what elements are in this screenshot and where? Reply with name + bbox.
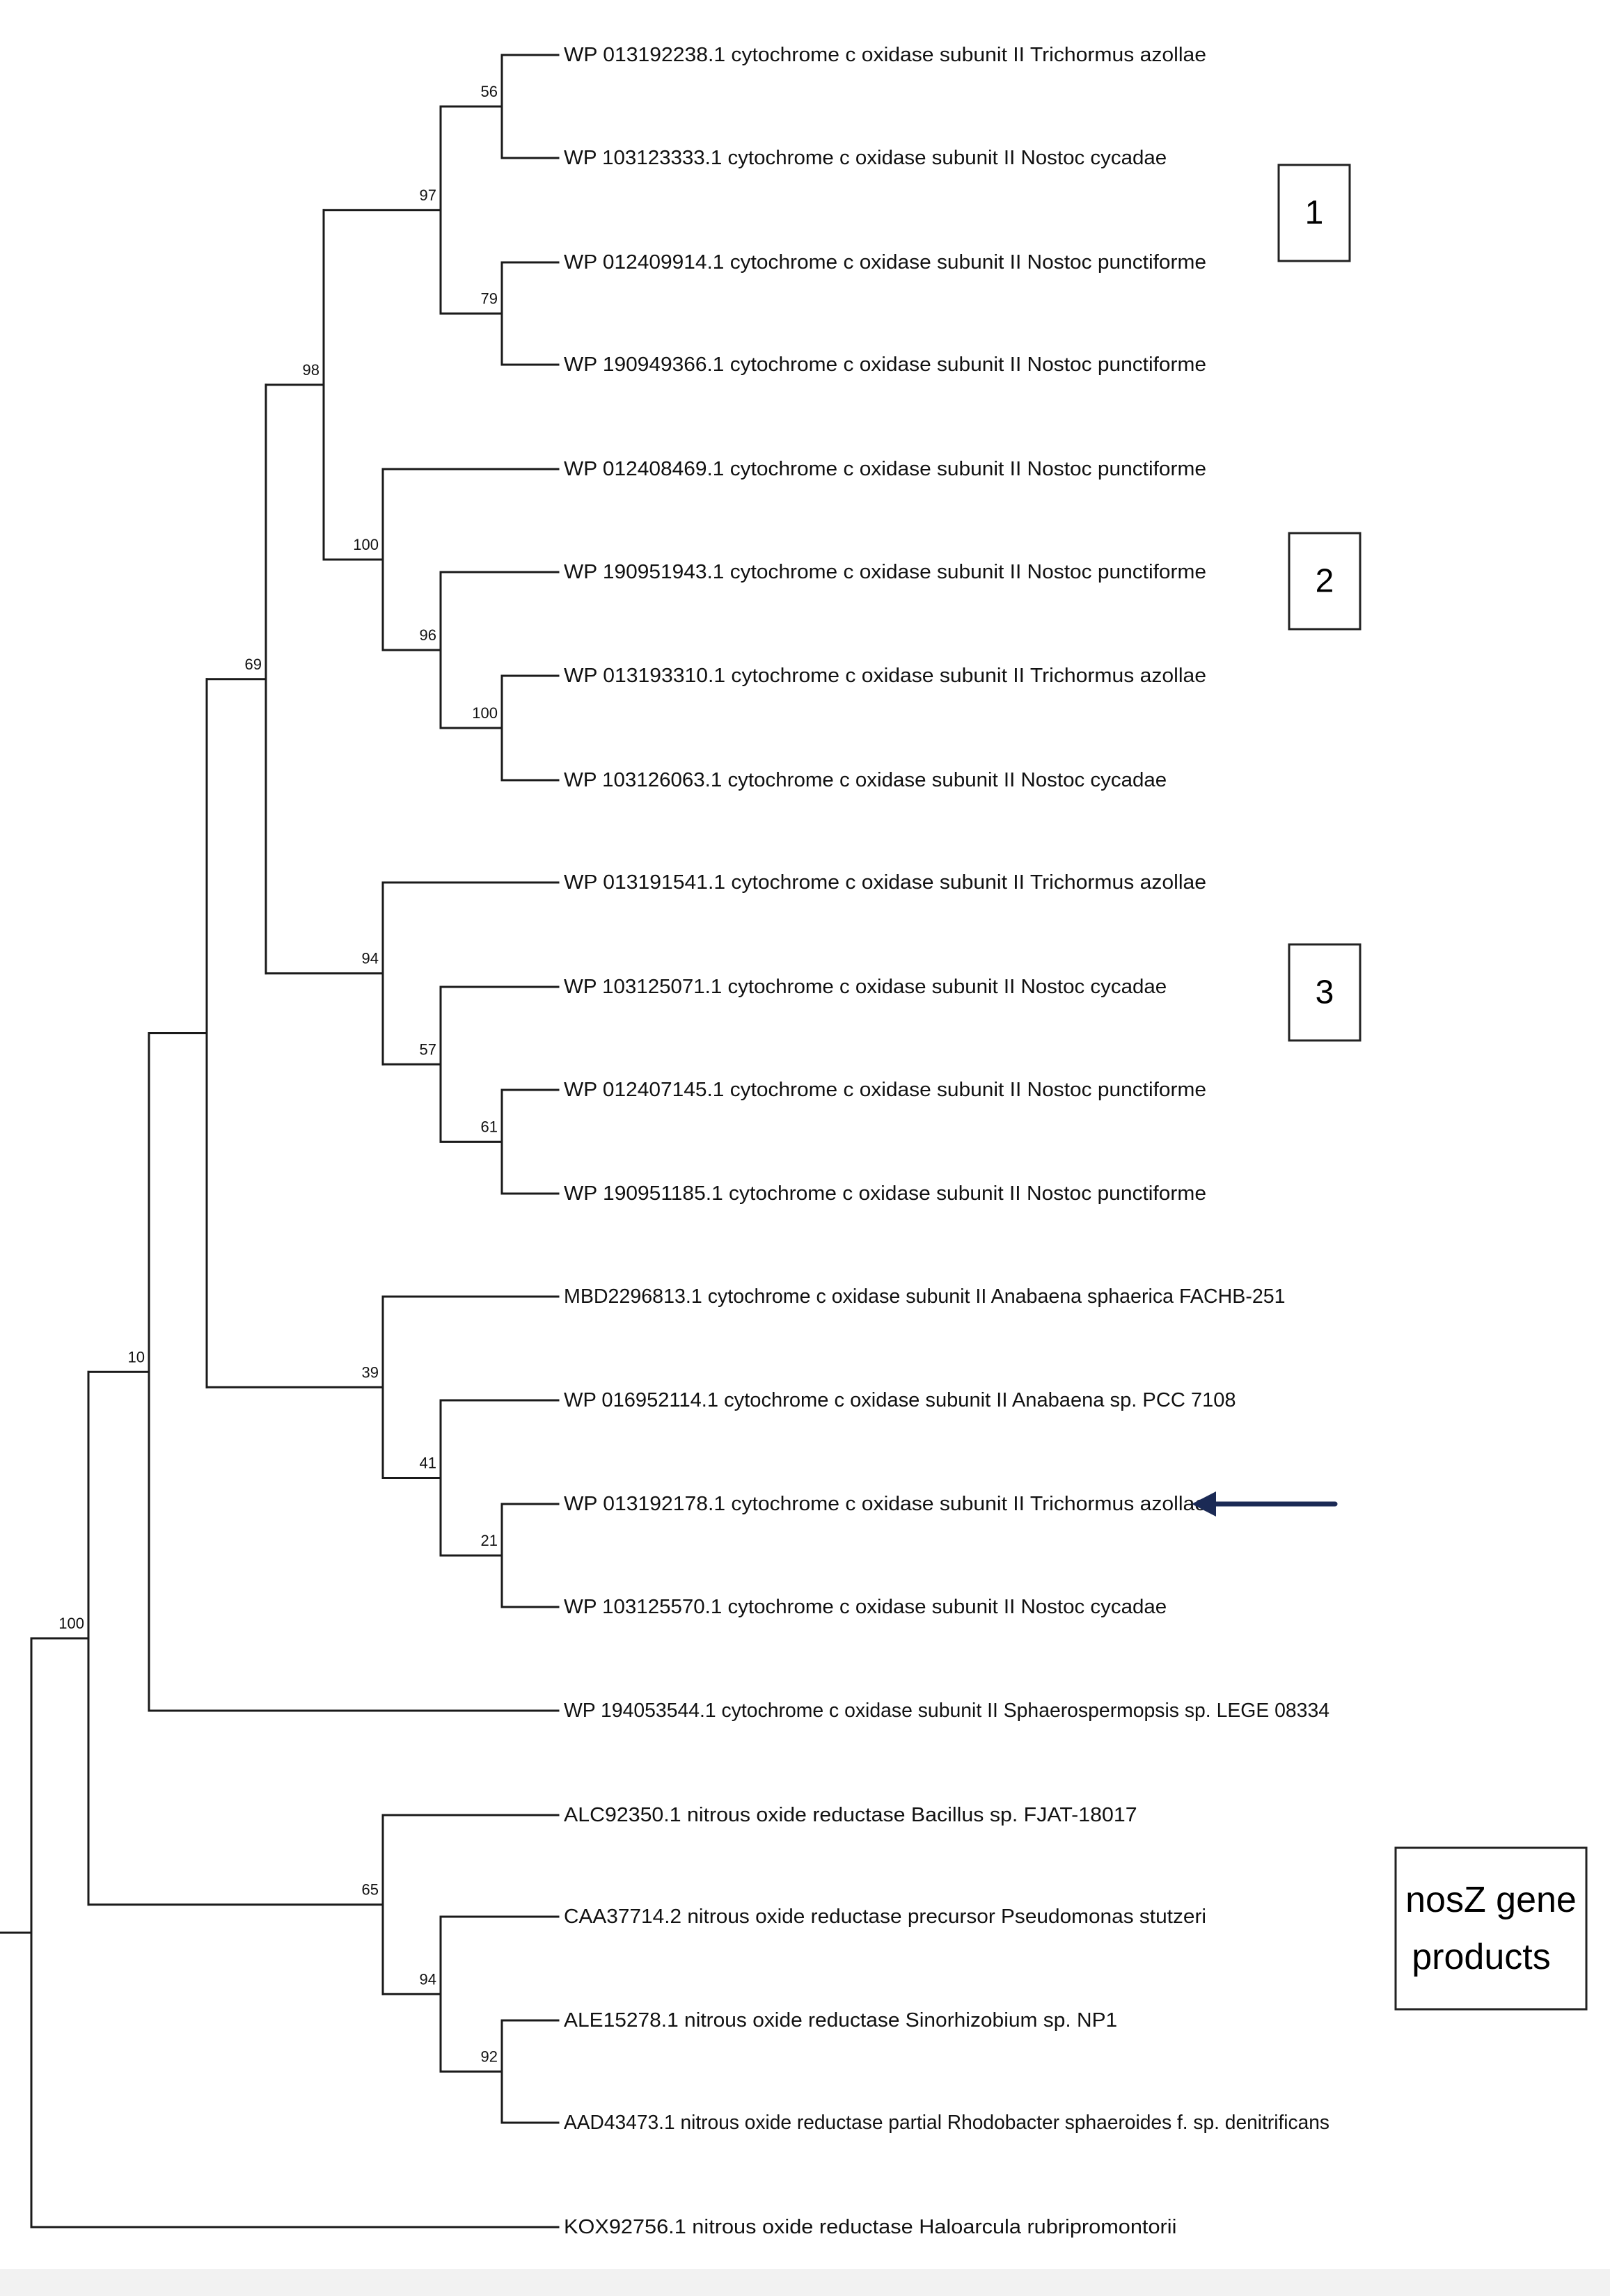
- leaf-label: AAD43473.1 nitrous oxide reductase parti…: [564, 2112, 1329, 2134]
- bootstrap-value: 41: [420, 1455, 436, 1472]
- group-3-box: [1288, 943, 1362, 1042]
- bootstrap-value: 94: [362, 950, 379, 967]
- bootstrap-value: 61: [481, 1118, 498, 1136]
- bootstrap-value: 65: [362, 1881, 379, 1899]
- leaf-labels: WP 013192238.1 cytochrome c oxidase subu…: [564, 44, 1329, 2238]
- leaf-label: CAA37714.2 nitrous oxide reductase precu…: [564, 1906, 1206, 1928]
- nosz-bracket: [1334, 1782, 1370, 2149]
- leaf-label: WP 103126063.1 cytochrome c oxidase subu…: [564, 769, 1167, 791]
- leaf-label: WP 190949366.1 cytochrome c oxidase subu…: [564, 354, 1206, 376]
- bootstrap-value: 69: [245, 656, 262, 673]
- leaf-label: KOX92756.1 nitrous oxide reductase Haloa…: [564, 2216, 1176, 2238]
- left-arrow-icon: [1192, 1491, 1338, 1517]
- bootstrap-value: 56: [481, 83, 498, 100]
- group-1-label: 1: [1305, 195, 1324, 232]
- bootstrap-value: 79: [481, 290, 498, 308]
- group-3-label: 3: [1316, 974, 1334, 1011]
- bootstrap-value: 39: [362, 1363, 379, 1381]
- bootstrap-value: 100: [472, 704, 498, 722]
- leaf-label: WP 013192238.1 cytochrome c oxidase subu…: [564, 44, 1206, 66]
- nosz-label-box: [1394, 1846, 1588, 2011]
- group-1-bracket: [1200, 31, 1233, 396]
- leaf-label: WP 103125071.1 cytochrome c oxidase subu…: [564, 976, 1167, 998]
- leaf-label: ALE15278.1 nitrous oxide reductase Sinor…: [564, 2009, 1117, 2032]
- leaf-label: WP 016952114.1 cytochrome c oxidase subu…: [564, 1389, 1236, 1411]
- nosz-label-line-2: products: [1412, 1937, 1550, 1977]
- bootstrap-value: 10: [128, 1348, 145, 1365]
- leaf-label: WP 012409914.1 cytochrome c oxidase subu…: [564, 251, 1206, 274]
- bootstrap-value: 21: [481, 1532, 498, 1549]
- group-2-label: 2: [1316, 563, 1334, 600]
- leaf-label: WP 190951943.1 cytochrome c oxidase subu…: [564, 561, 1206, 583]
- footer-band: [0, 2269, 1610, 2296]
- leaf-label: WP 012408469.1 cytochrome c oxidase subu…: [564, 458, 1206, 480]
- bootstrap-value: 57: [420, 1040, 436, 1058]
- leaf-label: WP 013191541.1 cytochrome c oxidase subu…: [564, 871, 1206, 894]
- nosz-label-line-1: nosZ gene: [1405, 1880, 1577, 1920]
- leaf-label: WP 013192178.1 cytochrome c oxidase subu…: [564, 1493, 1206, 1515]
- bootstrap-values: 56 79 97 100 96 100 98 61 57 94 69 21 41 39 10 92 94 65 10…: [58, 83, 498, 2066]
- group-3-bracket: [1207, 853, 1247, 1212]
- group-2-bracket: [1207, 443, 1246, 805]
- bootstrap-value: 96: [420, 626, 436, 644]
- leaf-label: WP 103125570.1 cytochrome c oxidase subu…: [564, 1596, 1167, 1618]
- leaf-label: MBD2296813.1 cytochrome c oxidase subuni…: [564, 1285, 1286, 1308]
- leaf-label: WP 190951185.1 cytochrome c oxidase subu…: [564, 1182, 1206, 1205]
- bootstrap-value: 100: [353, 536, 379, 553]
- bootstrap-value: 98: [303, 361, 319, 379]
- leaf-label: WP 013193310.1 cytochrome c oxidase subu…: [564, 665, 1206, 687]
- leaf-label: WP 012407145.1 cytochrome c oxidase subu…: [564, 1079, 1206, 1101]
- group-1-box: [1277, 164, 1351, 262]
- leaf-label: WP 194053544.1 cytochrome c oxidase subu…: [564, 1700, 1329, 1722]
- bootstrap-value: 94: [420, 1970, 436, 1988]
- bootstrap-value: 97: [420, 187, 436, 204]
- group-2-box: [1288, 532, 1362, 631]
- bootstrap-value: 100: [58, 1615, 84, 1632]
- bootstrap-value: 92: [481, 2048, 498, 2066]
- leaf-label: ALC92350.1 nitrous oxide reductase Bacil…: [564, 1804, 1137, 1826]
- leaf-label: WP 103123333.1 cytochrome c oxidase subu…: [564, 147, 1167, 169]
- tree-branches: [0, 54, 560, 2228]
